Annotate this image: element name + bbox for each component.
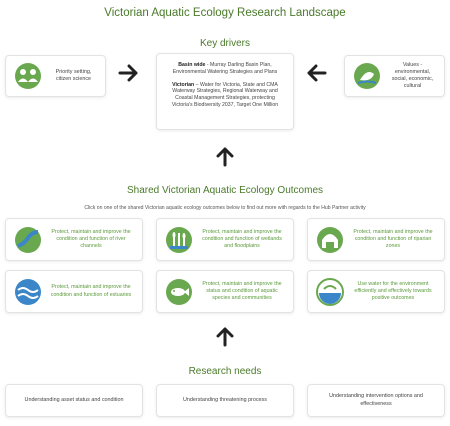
- outcome-wetlands[interactable]: Protect, maintain and improve the condit…: [156, 218, 294, 261]
- people-icon: [14, 62, 42, 90]
- fish-icon: [165, 278, 193, 306]
- reeds-icon: [165, 226, 193, 254]
- river-icon: [14, 226, 42, 254]
- research-card-threatening: Understanding threatening process: [156, 384, 294, 417]
- key-drivers-heading: Key drivers: [199, 38, 250, 49]
- outcome-environmental-water[interactable]: Use water for the environment efficientl…: [307, 270, 445, 313]
- values-icon: [353, 62, 381, 90]
- outcome-riparian[interactable]: Protect, maintain and improve the condit…: [307, 218, 445, 261]
- research-text: Understanding threatening process: [183, 396, 267, 403]
- water-level-icon: [316, 277, 344, 306]
- research-text: Understanding asset status and condition: [24, 396, 124, 403]
- outcomes-heading: Shared Victorian Aquatic Ecology Outcome…: [126, 185, 324, 196]
- research-card-asset: Understanding asset status and condition: [5, 384, 143, 417]
- outcome-estuaries[interactable]: Protect, maintain and improve the condit…: [5, 270, 143, 313]
- driver-card-values: Values - environmental, social, economic…: [344, 55, 445, 97]
- outcomes-instruction: Click on one of the shared Victorian aqu…: [84, 205, 366, 211]
- outcome-text: Protect, maintain and improve the status…: [202, 280, 282, 302]
- victorian-label: Victorian: [172, 81, 195, 88]
- tree-icon: [316, 226, 344, 254]
- outcome-text: Protect, maintain and improve the condit…: [202, 228, 282, 250]
- research-heading: Research needs: [188, 366, 262, 377]
- victorian-text: – Water for Victoria, State and CMA Wate…: [171, 81, 279, 108]
- outcome-text: Use water for the environment efficientl…: [354, 280, 432, 302]
- research-card-intervention: Understanding intervention options and e…: [307, 384, 445, 417]
- outcome-text: Protect, maintain and improve the condit…: [51, 228, 131, 250]
- page-title: Victorian Aquatic Ecology Research Lands…: [104, 7, 346, 19]
- outcome-aquatic-species[interactable]: Protect, maintain and improve the status…: [156, 270, 294, 313]
- outcome-river-channels[interactable]: Protect, maintain and improve the condit…: [5, 218, 143, 261]
- research-text: Understanding intervention options and e…: [329, 393, 423, 407]
- left-arrow-icon: [305, 63, 327, 88]
- basin-text: - Murray Darling Basin Plan, Environment…: [172, 62, 278, 75]
- driver-card-priority: Priority setting, citizen science: [5, 55, 106, 97]
- outcome-text: Protect, maintain and improve the condit…: [50, 284, 132, 298]
- outcome-text: Protect, maintain and improve the condit…: [353, 228, 433, 250]
- driver-values-text: Values - environmental, social, economic…: [391, 62, 434, 89]
- driver-priority-text: Priority setting, citizen science: [55, 69, 92, 82]
- basin-label: Basin wide: [178, 62, 206, 68]
- estuary-icon: [14, 278, 42, 306]
- up-arrow-icon: [215, 145, 235, 172]
- driver-card-plans: Basin wide - Murray Darling Basin Plan, …: [156, 53, 294, 130]
- right-arrow-icon: [118, 63, 140, 88]
- up-arrow-icon: [215, 325, 235, 352]
